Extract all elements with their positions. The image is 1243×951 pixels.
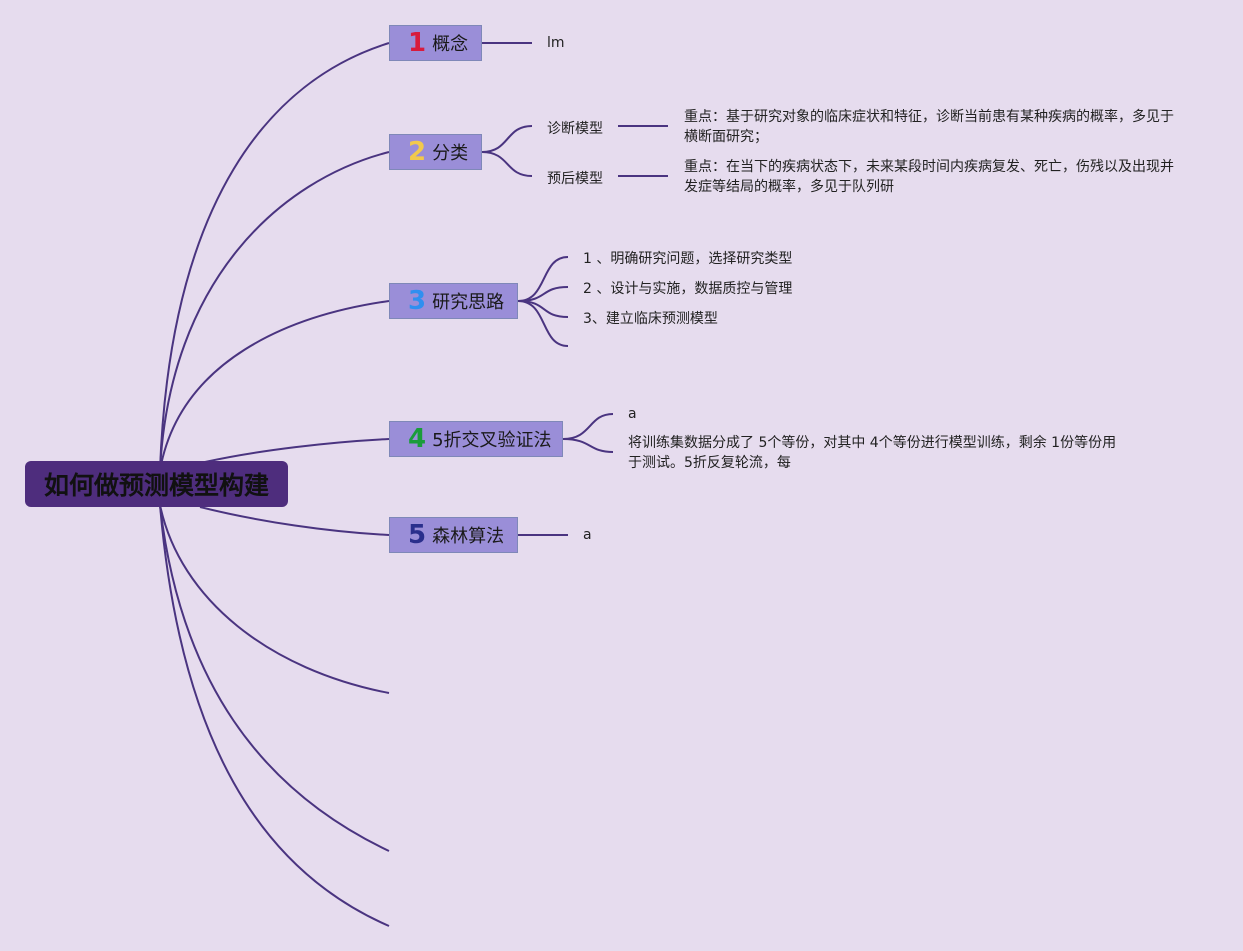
research-step-2[interactable]: 2 、设计与实施，数据质控与管理 [583,281,793,297]
number-2-icon: 2 [408,137,427,167]
prognostic-model-note[interactable]: 重点：在当下的疾病状态下，未来某段时间内疾病复发、死亡，伤残以及出现并发症等结局… [684,159,1174,195]
number-3-icon: 3 [408,286,427,316]
research-step-3[interactable]: 3、建立临床预测模型 [583,311,718,327]
forest-child-a[interactable]: a [583,527,592,543]
concept-child-lm[interactable]: lm [547,35,565,51]
central-topic[interactable]: 如何做预测模型构建 [25,461,288,507]
central-topic-label: 如何做预测模型构建 [43,471,269,500]
topic-forest-algorithm[interactable]: 5 森林算法 [389,517,518,553]
topic-research-approach[interactable]: 3 研究思路 [389,283,518,319]
prognostic-model-node[interactable]: 预后模型 [547,171,603,187]
topic-concept[interactable]: 1 概念 [389,25,482,61]
topic-cross-validation-label: 5折交叉验证法 [432,430,552,451]
topic-research-approach-label: 研究思路 [432,292,505,313]
number-1-icon: 1 [408,28,427,58]
research-step-1[interactable]: 1 、明确研究问题，选择研究类型 [583,251,793,267]
number-4-icon: 4 [408,424,427,454]
diagnostic-model-node[interactable]: 诊断模型 [547,121,603,137]
topic-classification[interactable]: 2 分类 [389,134,482,170]
diagnostic-model-note[interactable]: 重点：基于研究对象的临床症状和特征，诊断当前患有某种疾病的概率，多见于横断面研究… [684,109,1174,145]
topic-cross-validation[interactable]: 4 5折交叉验证法 [389,421,563,457]
cross-validation-description[interactable]: 将训练集数据分成了 5个等份，对其中 4个等份进行模型训练，剩余 1份等份用于测… [628,435,1117,471]
topic-concept-label: 概念 [432,34,469,55]
topic-classification-label: 分类 [432,143,469,164]
number-5-icon: 5 [408,520,427,550]
cross-validation-child-a[interactable]: a [628,406,637,422]
topic-forest-algorithm-label: 森林算法 [432,526,505,547]
